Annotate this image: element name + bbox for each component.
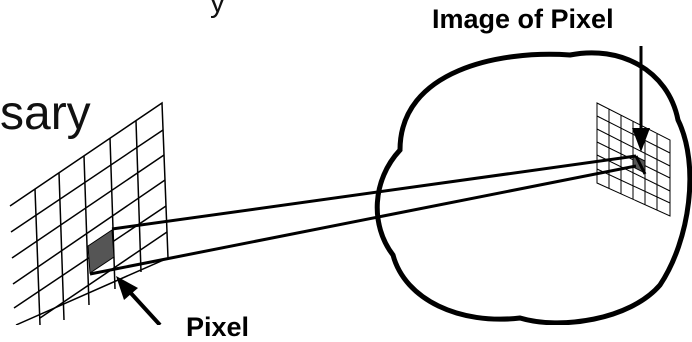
pixel-label: Pixel [186, 314, 249, 341]
slide-text-fragment: sary [0, 90, 91, 138]
top-text-fragment: y [210, 0, 225, 18]
pixel-arrow [116, 276, 160, 325]
screen-pixel [88, 230, 114, 273]
projection-lines [90, 156, 645, 274]
diagram-canvas: y sary Image of Pixel Pixel [0, 0, 692, 325]
diagram-svg [0, 0, 692, 325]
image-of-pixel-label: Image of Pixel [432, 6, 614, 33]
eye-outline [377, 53, 690, 323]
